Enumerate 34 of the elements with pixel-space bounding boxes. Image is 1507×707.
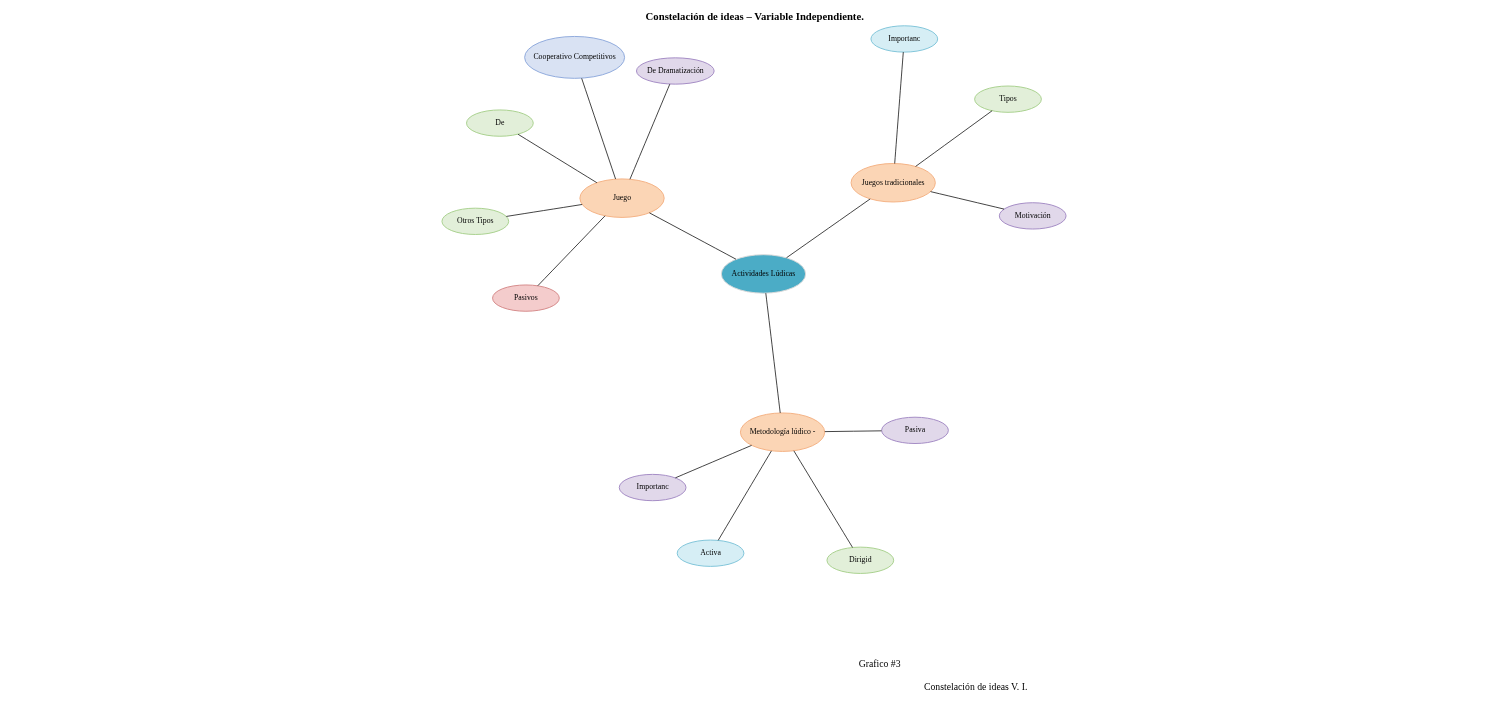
node-ellipse: De Dramatización	[635, 57, 715, 85]
connector	[823, 430, 882, 432]
connector	[764, 292, 781, 414]
node-ellipse: Importanc	[618, 473, 686, 502]
connector	[929, 191, 1004, 210]
node-ellipse: Dirigid	[826, 546, 894, 574]
node-ellipse: Metodología lúdico -	[739, 412, 825, 452]
node-ellipse: Pasivos	[491, 284, 560, 312]
label: Grafico #3	[858, 658, 901, 670]
connector	[517, 133, 597, 184]
node-ellipse: Cooperativo Competitivos	[523, 35, 625, 79]
node-ellipse: Pasiva	[880, 416, 949, 444]
node-ellipse: Importanc	[869, 25, 938, 53]
node-ellipse: Juegos tradicionales	[850, 163, 936, 203]
connector	[629, 83, 670, 180]
node-ellipse: Tipos	[973, 85, 1042, 113]
label: Constelación de ideas V. I.	[923, 681, 1027, 693]
connector	[674, 445, 752, 479]
node-ellipse: Actividades Lúdicas	[720, 254, 806, 294]
connector	[793, 450, 853, 548]
node-ellipse: De	[465, 109, 534, 137]
node-ellipse: Otros Tipos	[440, 207, 509, 235]
connector	[537, 215, 605, 287]
connector	[717, 450, 772, 541]
connector	[505, 204, 582, 217]
connector	[914, 110, 992, 167]
connector	[580, 77, 616, 180]
connector	[785, 198, 871, 259]
node-ellipse: Juego	[578, 178, 665, 218]
node-ellipse: Motivación	[998, 202, 1067, 230]
connector	[648, 212, 736, 260]
diagram-title: Constelación de ideas – Variable Independiente.	[645, 10, 864, 23]
node-ellipse: Activa	[676, 539, 744, 567]
connector	[893, 51, 904, 164]
